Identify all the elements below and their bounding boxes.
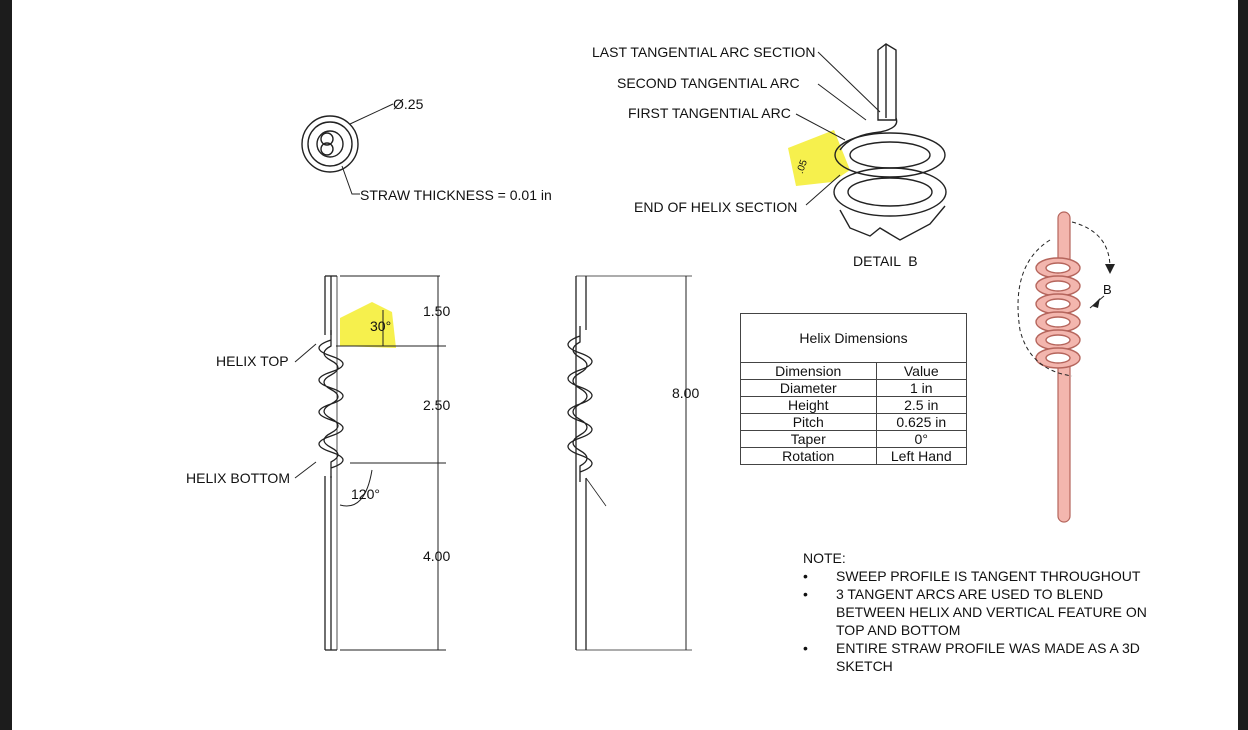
side-view-straw [567,275,692,651]
iso-coil-hole [1045,262,1071,274]
helix-table-title: Helix Dimensions [741,314,966,363]
iso-view-straw [1017,211,1115,523]
highlight-top-angle [340,302,396,348]
diameter-label: Ø.25 [393,96,424,112]
table-row: Diameter 1 in [741,379,966,397]
table-cell: Diameter [741,379,877,397]
callout-end-of-helix: END OF HELIX SECTION [634,199,798,215]
note-item: 3 TANGENT ARCS ARE USED TO BLEND BETWEEN… [803,585,1163,639]
note-item: SWEEP PROFILE IS TANGENT THROUGHOUT [803,567,1163,585]
table-cell: 2.5 in [875,396,966,414]
iso-coil-hole [1045,280,1071,292]
table-cell: 0° [875,430,966,448]
helix-dimensions-table: Helix Dimensions Dimension Value Diamete… [740,313,967,465]
callout-second-tangential-arc: SECOND TANGENTIAL ARC [617,75,800,91]
dimension-helix: 2.50 [423,397,451,413]
left-screen-edge [0,0,12,730]
dimension-top: 1.50 [423,303,451,319]
table-cell: Taper [741,430,877,448]
angle-top-label: 30° [370,318,392,334]
table-header-row: Dimension Value [741,363,966,380]
iso-coil-hole [1045,316,1071,328]
dimension-bottom: 4.00 [423,548,451,564]
table-cell: 1 in [875,379,966,397]
front-view-dimensions [294,275,446,651]
helix-top-label: HELIX TOP [216,353,289,369]
table-row: Height 2.5 in [741,396,966,414]
dimension-total: 8.00 [672,385,700,401]
iso-coil-hole [1045,352,1071,364]
note-item: ENTIRE STRAW PROFILE WAS MADE AS A 3D SK… [803,639,1163,675]
iso-detail-marker: B [1103,282,1112,297]
iso-coil-hole [1045,334,1071,346]
front-view-straw [318,275,344,651]
callout-first-tangential-arc: FIRST TANGENTIAL ARC [628,105,791,121]
callout-last-tangential-arc: LAST TANGENTIAL ARC SECTION [592,44,816,60]
table-cell: 0.625 in [875,413,966,431]
angle-bottom-label: 120° [351,486,380,502]
table-cell: Left Hand [875,447,966,464]
table-row: Taper 0° [741,430,966,448]
detail-b-view [795,43,947,241]
highlight-detail-dim [788,130,850,186]
table-header-cell: Dimension [741,363,877,380]
table-header-cell: Value [875,363,966,380]
top-view [301,103,394,195]
straw-thickness-label: STRAW THICKNESS = 0.01 in [360,187,552,203]
table-row: Rotation Left Hand [741,447,966,464]
right-screen-edge [1238,0,1248,730]
helix-bottom-label: HELIX BOTTOM [186,470,290,486]
iso-coil-hole [1045,298,1071,310]
detail-b-title: DETAIL B [853,253,918,269]
table-cell: Height [741,396,877,414]
note-heading: NOTE: [803,550,846,566]
table-cell: Pitch [741,413,877,431]
table-row: Pitch 0.625 in [741,413,966,431]
table-cell: Rotation [741,447,877,464]
note-block: NOTE: SWEEP PROFILE IS TANGENT THROUGHOU… [803,549,1163,675]
